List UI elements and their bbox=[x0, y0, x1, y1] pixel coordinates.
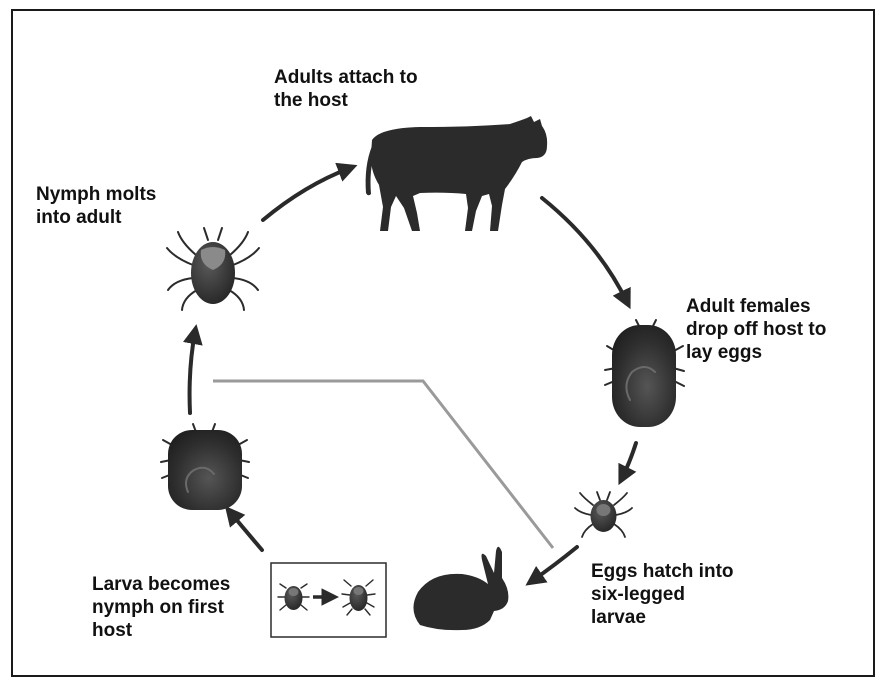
arrow-nymph-to-cow bbox=[261, 162, 358, 222]
diagram-frame bbox=[11, 9, 875, 677]
label-line: Adult females bbox=[686, 296, 811, 317]
inset-larva-icon bbox=[277, 583, 310, 611]
nymph-tick-icon bbox=[166, 227, 260, 311]
label-females-drop: Adult females drop off host to lay eggs bbox=[686, 295, 826, 364]
cycle-arrows bbox=[182, 162, 638, 586]
inset-nymph-icon bbox=[341, 579, 376, 616]
label-line: Nymph molts bbox=[36, 184, 157, 205]
arrow-female-to-larvae bbox=[618, 441, 638, 486]
divider-line bbox=[213, 379, 555, 549]
label-line: drop off host to bbox=[686, 319, 827, 340]
arrow-engorged-to-nymph bbox=[182, 324, 203, 415]
label-line: into adult bbox=[36, 207, 122, 228]
engorged-female-tick-icon bbox=[604, 319, 685, 427]
label-line: Eggs hatch into bbox=[591, 561, 734, 582]
cow-icon bbox=[365, 116, 548, 231]
label-adults-attach: Adults attach to the host bbox=[274, 66, 418, 112]
label-line: host bbox=[92, 620, 133, 641]
larva-to-nymph-inset bbox=[270, 562, 387, 638]
arrow-larva-box-to-tick bbox=[224, 505, 264, 552]
engorged-larva-tick-icon bbox=[160, 423, 250, 510]
label-line: lay eggs bbox=[686, 342, 763, 363]
label-line: larvae bbox=[591, 607, 646, 628]
label-line: Adults attach to bbox=[274, 67, 418, 88]
label-line: Larva becomes bbox=[92, 574, 231, 595]
arrow-cow-to-female bbox=[540, 196, 631, 310]
label-larva-nymph: Larva becomes nymph on first host bbox=[92, 573, 230, 642]
label-line: the host bbox=[274, 90, 348, 111]
larva-tick-icon bbox=[574, 491, 633, 538]
label-line: six-legged bbox=[591, 584, 685, 605]
label-line: nymph on first bbox=[92, 597, 224, 618]
label-nymph-molts: Nymph molts into adult bbox=[36, 183, 156, 229]
label-eggs-hatch: Eggs hatch into six-legged larvae bbox=[591, 560, 734, 629]
rabbit-icon bbox=[413, 546, 509, 631]
arrow-larvae-to-rabbit bbox=[525, 545, 579, 586]
